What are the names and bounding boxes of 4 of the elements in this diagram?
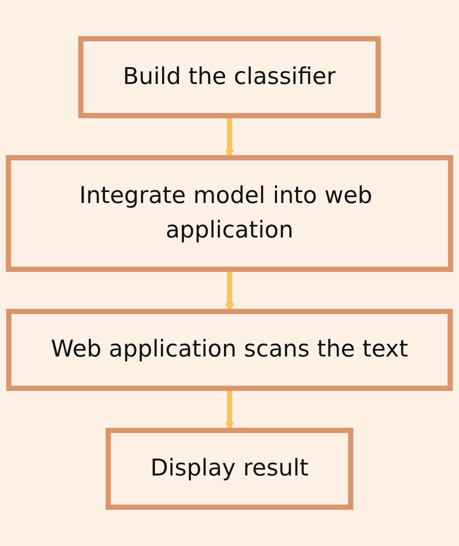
node-box: Display result bbox=[106, 428, 354, 510]
node-box: Build the classifier bbox=[78, 36, 381, 118]
node-box: Web application scans the text bbox=[6, 308, 453, 391]
node-box: Integrate model into web application bbox=[6, 155, 454, 272]
